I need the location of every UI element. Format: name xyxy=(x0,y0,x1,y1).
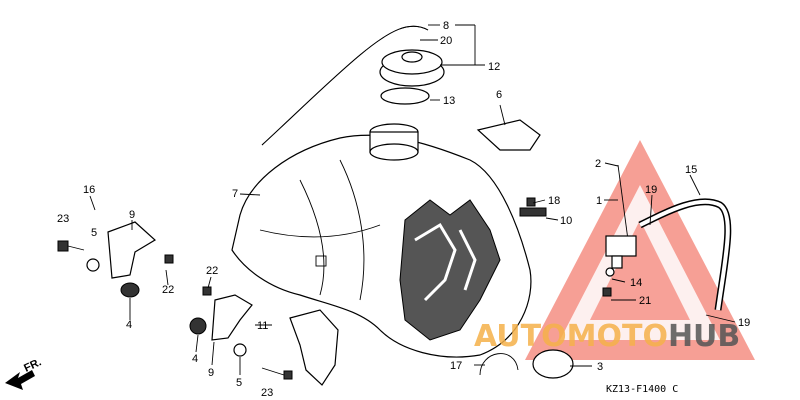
rubber-mount-4-left xyxy=(120,282,140,298)
callout-16: 16 xyxy=(83,184,95,196)
fuel-cap xyxy=(379,49,445,87)
callout-14: 14 xyxy=(630,277,642,289)
callout-22-lower: 22 xyxy=(206,265,218,277)
tank-cover-11 xyxy=(289,309,339,386)
callout-3: 3 xyxy=(597,361,603,373)
clamp-3 xyxy=(532,349,574,379)
mount-bracket-9-left xyxy=(107,221,157,279)
callout-22-right: 22 xyxy=(162,284,174,296)
callout-18: 18 xyxy=(548,195,560,207)
callout-6: 6 xyxy=(496,89,502,101)
fuel-tank xyxy=(231,123,532,358)
callout-20: 20 xyxy=(440,35,452,47)
band-clamp-17 xyxy=(479,353,519,376)
mount-bracket-9-lower xyxy=(211,294,253,341)
callout-17: 17 xyxy=(450,360,462,372)
callout-10: 10 xyxy=(560,215,572,227)
callout-12: 12 xyxy=(488,61,500,73)
watermark-auto: AUTO xyxy=(474,319,567,354)
watermark-hub: HUB xyxy=(668,319,740,354)
watermark-text: AUTOMOTOHUB xyxy=(474,319,740,354)
callout-23-lower: 23 xyxy=(261,387,273,399)
callout-8: 8 xyxy=(443,20,449,32)
callout-1: 1 xyxy=(596,195,602,207)
callout-11: 11 xyxy=(257,320,268,332)
direction-label: FR. xyxy=(22,356,43,374)
callout-4-left: 4 xyxy=(126,319,132,331)
rubber-mount-4-lower xyxy=(189,317,207,335)
leader-lines xyxy=(89,24,736,375)
watermark-logo xyxy=(525,140,755,360)
callout-21: 21 xyxy=(639,295,651,307)
callout-19-bottom: 19 xyxy=(738,317,750,329)
callout-15: 15 xyxy=(685,164,697,176)
tank-bracket-6 xyxy=(476,119,541,151)
callout-2: 2 xyxy=(595,158,601,170)
callout-5-left: 5 xyxy=(91,227,97,239)
callout-9-lower: 9 xyxy=(208,367,214,379)
callout-19-top: 19 xyxy=(645,184,657,196)
callout-4-lower: 4 xyxy=(192,353,198,365)
cap-gasket xyxy=(380,87,430,105)
callout-23-left: 23 xyxy=(57,213,69,225)
front-direction-arrow: FR. xyxy=(5,356,43,390)
callout-7: 7 xyxy=(232,188,238,200)
callout-9-left: 9 xyxy=(129,209,135,221)
fuel-cock xyxy=(605,164,637,269)
callout-13: 13 xyxy=(443,95,455,107)
diagram-code: KZ13-F1400 C xyxy=(606,384,678,395)
callout-5-lower: 5 xyxy=(236,377,242,389)
bolts xyxy=(57,197,615,380)
watermark-moto: MOTO xyxy=(567,319,668,354)
